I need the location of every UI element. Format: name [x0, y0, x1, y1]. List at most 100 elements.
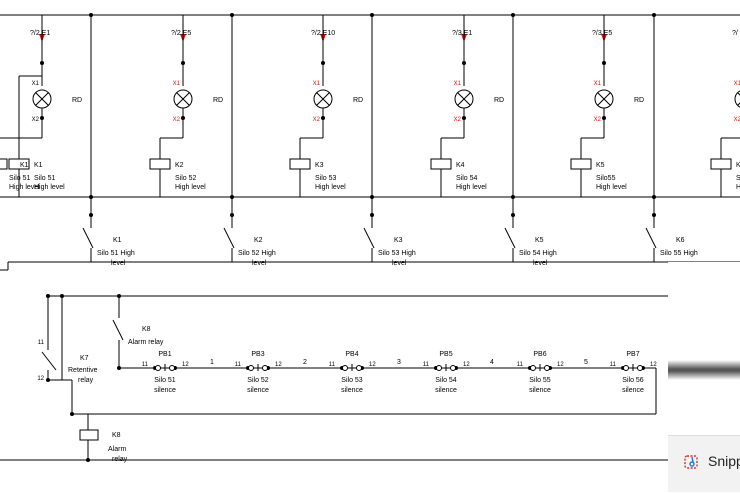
pushbutton-contact: [637, 365, 643, 371]
relay-coil: [149, 158, 171, 170]
terminal-number: 11: [610, 362, 617, 368]
contact-text: Silo 51 High: [97, 250, 135, 257]
retentive-tag: K7: [80, 355, 89, 362]
pushbutton-text: Silo 54: [435, 377, 457, 384]
lamp-reference: ?/3.E1: [452, 30, 472, 37]
terminal-label-x1: X1: [32, 81, 40, 87]
lamp-reference: ?/2.E5: [171, 30, 191, 37]
alarm-contact-tag: K8: [142, 326, 151, 333]
contact-text: Silo 54 High: [519, 250, 557, 257]
pushbutton-tag: PB1: [158, 351, 171, 358]
pushbutton-contact: [450, 365, 456, 371]
terminal-label-x2: X2: [173, 117, 181, 123]
pushbutton-tag: PB7: [626, 351, 639, 358]
wire-number: 1: [210, 359, 214, 366]
junction-dot: [70, 412, 74, 416]
lamp-color-label: RD: [72, 97, 82, 104]
pushbutton-text: silence: [341, 387, 363, 394]
relay-text: High level: [456, 184, 487, 191]
relay-tag: K3: [315, 162, 324, 169]
terminal-label-x1: X1: [594, 81, 602, 87]
lamp-color-label: RD: [634, 97, 644, 104]
terminal-label-x2: X2: [454, 117, 462, 123]
pushbutton-contact: [530, 365, 536, 371]
pushbutton-text: silence: [529, 387, 551, 394]
alarm-contact-text: Alarm relay: [128, 339, 164, 346]
terminal-label-x1: X1: [313, 81, 321, 87]
pushbutton-text: Silo 56: [622, 377, 644, 384]
relay-text: High lev: [736, 184, 740, 191]
terminal-dot: [602, 61, 606, 65]
terminal-number: 11: [235, 362, 242, 368]
pushbutton-contact: [356, 365, 362, 371]
junction-dot: [652, 13, 656, 17]
terminal-number: 11: [517, 362, 524, 368]
bus-wires: [0, 14, 740, 461]
relay-coil: [710, 158, 732, 170]
snipping-tool-notification[interactable]: Snipp: [668, 435, 740, 492]
terminal-label-x1: X1: [734, 81, 740, 87]
pushbutton-contact: [262, 365, 268, 371]
wire-number: 4: [490, 359, 494, 366]
alarm-coil-tag: K8: [112, 432, 121, 439]
junction-dot: [86, 458, 90, 462]
alarm-coil-text: relay: [112, 456, 128, 463]
relay-text: High level: [175, 184, 206, 191]
contact-text: Silo 53 High: [378, 250, 416, 257]
terminal-label-x1: X1: [173, 81, 181, 87]
lamp-cross: [597, 92, 611, 106]
pushbutton-text: silence: [247, 387, 269, 394]
relay-coil: [570, 158, 592, 170]
relay-contact-blade: [504, 227, 516, 249]
contact-tag: K2: [254, 237, 263, 244]
terminal-number: 12: [37, 376, 44, 382]
relay-tag: K2: [175, 162, 184, 169]
terminal-dot: [40, 116, 44, 120]
relay-contact-blade: [645, 227, 657, 249]
relay-contact-blade: [82, 227, 94, 249]
relay-coil-partial: [0, 158, 8, 170]
snipping-tool-label[interactable]: Snipp: [708, 453, 740, 469]
snipping-tool-overlay: Snipp: [668, 262, 740, 493]
alarm-contact-blade: [112, 319, 124, 341]
terminal-number: 12: [557, 362, 564, 368]
terminal-number: 11: [38, 340, 45, 346]
contact-tag: K1: [113, 237, 122, 244]
relay-text: Silo 52: [175, 175, 197, 182]
terminal-dot: [321, 61, 325, 65]
pushbutton-text: silence: [622, 387, 644, 394]
lamp-indicator-icon: [734, 90, 740, 108]
relay-tag: K1: [20, 162, 29, 169]
relay-tag: K1: [34, 162, 43, 169]
alarm-coil: [79, 429, 99, 441]
relay-text: High level: [34, 184, 65, 191]
lamp-cross: [35, 92, 49, 106]
wire-number: 2: [303, 359, 307, 366]
relay-tag: K5: [596, 162, 605, 169]
relay-contact-blade: [223, 227, 235, 249]
retentive-text: Retentive: [68, 367, 98, 374]
contact-text: Silo 55 High: [660, 250, 698, 257]
relay-text: Silo55: [596, 175, 616, 182]
terminal-label-x2: X2: [313, 117, 321, 123]
terminal-number: 12: [463, 362, 470, 368]
relay-text: Silo 53: [315, 175, 337, 182]
lamp-reference: ?/2.E1: [30, 30, 50, 37]
relay-text: Silo 54: [456, 175, 478, 182]
relay-text: High level: [596, 184, 627, 191]
lamp-color-label: RD: [353, 97, 363, 104]
pushbutton-contact: [169, 365, 175, 371]
pushbutton-contact: [342, 365, 348, 371]
retentive-contact-blade: [41, 351, 57, 371]
terminal-dot: [602, 116, 606, 120]
wire-number: 5: [584, 359, 588, 366]
relay-coil: [289, 158, 311, 170]
relay-coil: [430, 158, 452, 170]
pushbutton-text: Silo 52: [247, 377, 269, 384]
terminal-dot: [462, 61, 466, 65]
contact-text: level: [392, 260, 407, 267]
relay-contact-blade: [363, 227, 375, 249]
pushbutton-text: Silo 53: [341, 377, 363, 384]
